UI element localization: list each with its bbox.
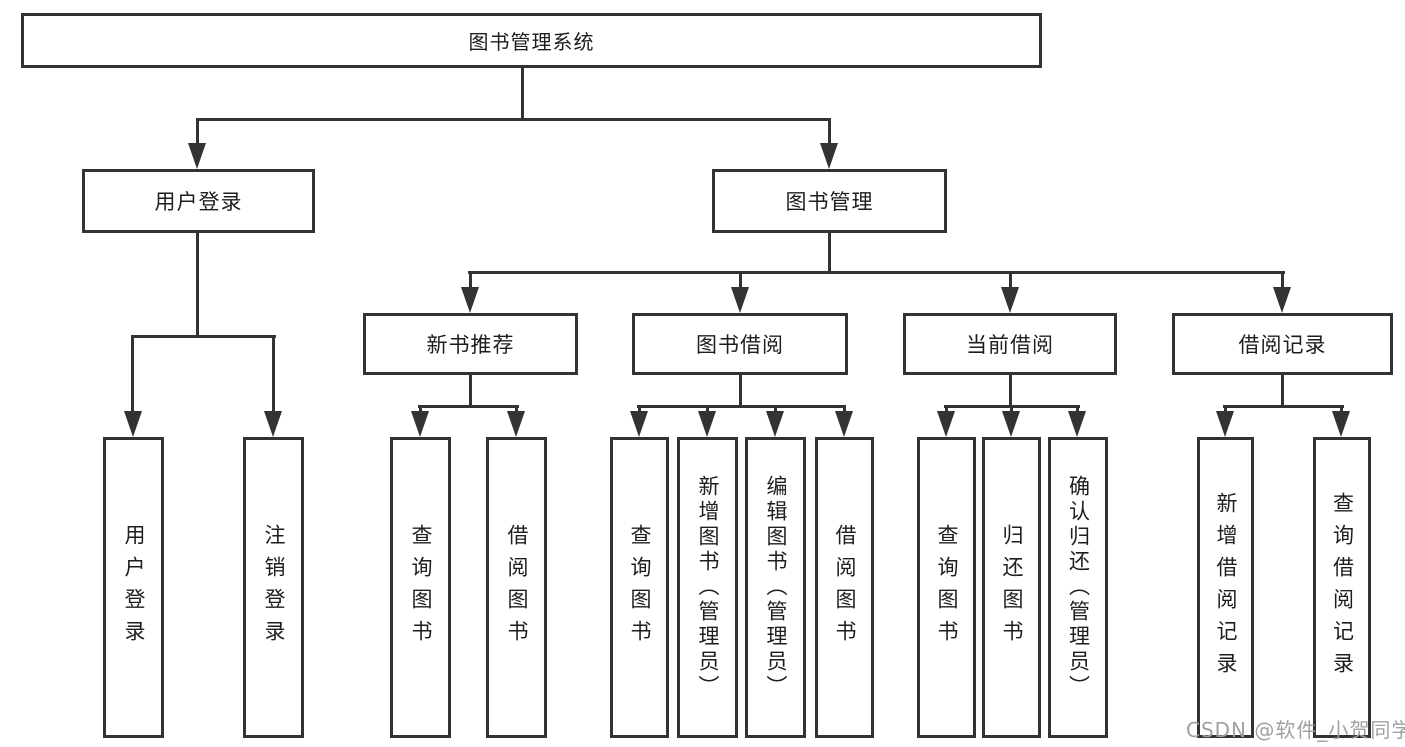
- leaf-logout: 注销登录: [243, 437, 304, 738]
- connector-line: [828, 231, 831, 274]
- connector-line: [1076, 405, 1079, 415]
- leaf-query-books-recommend: 查询图书: [390, 437, 451, 738]
- connector-line: [419, 405, 422, 415]
- arrow-down-icon: [1332, 411, 1350, 437]
- connector-line: [272, 335, 275, 415]
- arrow-down-icon: [630, 411, 648, 437]
- leaf-return-books: 归还图书: [982, 437, 1041, 738]
- connector-line: [131, 335, 134, 415]
- connector-line: [1281, 271, 1284, 289]
- leaf-query-books-current: 查询图书: [917, 437, 976, 738]
- node-new-book-recommend: 新书推荐: [363, 313, 578, 375]
- connector-line: [706, 405, 709, 415]
- connector-line: [1009, 271, 1012, 289]
- leaf-add-books-admin: 新增图书（管理员）: [677, 437, 738, 738]
- arrow-down-icon: [937, 411, 955, 437]
- connector-line: [521, 66, 524, 120]
- leaf-edit-books-admin: 编辑图书（管理员）: [745, 437, 806, 738]
- connector-line: [828, 118, 831, 146]
- node-book-management: 图书管理: [712, 169, 947, 233]
- arrow-down-icon: [835, 411, 853, 437]
- connector-line: [945, 405, 948, 415]
- arrow-down-icon: [1001, 287, 1019, 313]
- leaf-confirm-return-admin: 确认归还（管理员）: [1048, 437, 1108, 738]
- leaf-add-borrow-record: 新增借阅记录: [1197, 437, 1254, 738]
- connector-line: [196, 118, 199, 146]
- arrow-down-icon: [188, 143, 206, 169]
- node-book-borrow: 图书借阅: [632, 313, 848, 375]
- arrow-down-icon: [461, 287, 479, 313]
- connector-line: [739, 271, 742, 289]
- leaf-borrow-books-recommend: 借阅图书: [486, 437, 547, 738]
- csdn-watermark: CSDN @软件_小贺同学: [1186, 718, 1405, 742]
- connector-line: [418, 405, 519, 408]
- node-user-login: 用户登录: [82, 169, 315, 233]
- arrow-down-icon: [264, 411, 282, 437]
- leaf-borrow-books: 借阅图书: [815, 437, 874, 738]
- connector-line: [843, 405, 846, 415]
- arrow-down-icon: [1068, 411, 1086, 437]
- connector-line: [468, 271, 1285, 274]
- arrow-down-icon: [731, 287, 749, 313]
- connector-line: [196, 231, 199, 338]
- connector-line: [1224, 405, 1227, 415]
- arrow-down-icon: [411, 411, 429, 437]
- connector-line: [131, 335, 276, 338]
- arrow-down-icon: [820, 143, 838, 169]
- arrow-down-icon: [698, 411, 716, 437]
- connector-line: [515, 405, 518, 415]
- leaf-query-borrow-record: 查询借阅记录: [1313, 437, 1371, 738]
- connector-line: [739, 373, 742, 408]
- leaf-user-login: 用户登录: [103, 437, 164, 738]
- arrow-down-icon: [124, 411, 142, 437]
- node-borrow-records: 借阅记录: [1172, 313, 1393, 375]
- connector-line: [637, 405, 846, 408]
- connector-line: [774, 405, 777, 415]
- arrow-down-icon: [1216, 411, 1234, 437]
- connector-line: [1009, 373, 1012, 408]
- connector-line: [638, 405, 641, 415]
- leaf-query-books-borrow: 查询图书: [610, 437, 669, 738]
- connector-line: [1340, 405, 1343, 415]
- connector-line: [469, 373, 472, 408]
- connector-line: [1223, 405, 1344, 408]
- connector-line: [469, 271, 472, 289]
- arrow-down-icon: [766, 411, 784, 437]
- node-root: 图书管理系统: [21, 13, 1042, 68]
- arrow-down-icon: [1273, 287, 1291, 313]
- connector-line: [1281, 373, 1284, 408]
- connector-line: [196, 118, 831, 121]
- connector-line: [1010, 405, 1013, 415]
- arrow-down-icon: [507, 411, 525, 437]
- node-current-borrow: 当前借阅: [903, 313, 1117, 375]
- arrow-down-icon: [1002, 411, 1020, 437]
